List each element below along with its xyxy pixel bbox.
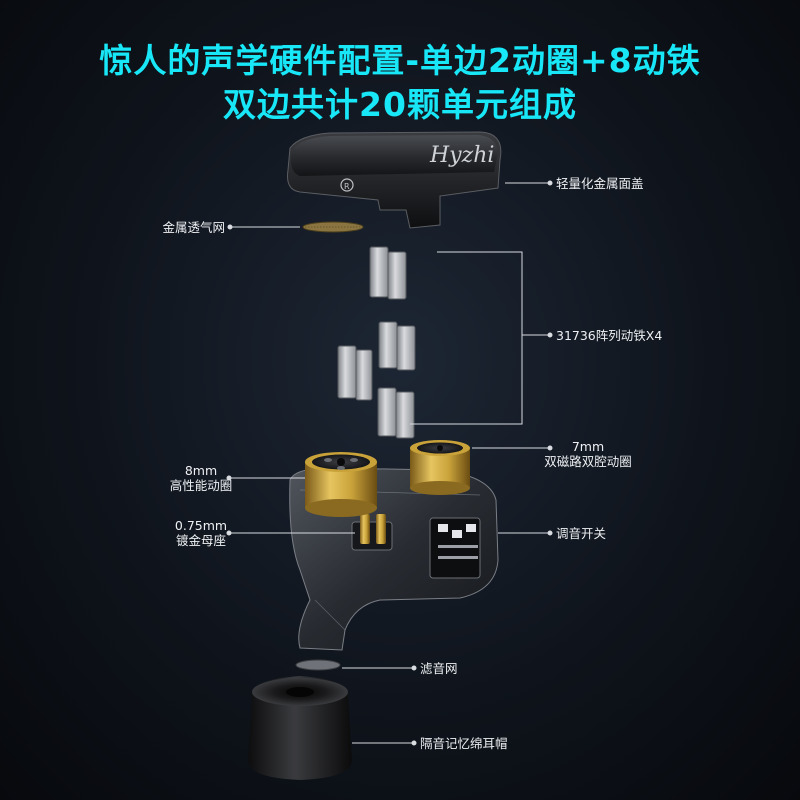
label-socket-size: 0.75mm	[174, 518, 228, 533]
registered-mark-icon	[340, 178, 354, 192]
label-eartip: 隔音记忆绵耳帽	[420, 736, 508, 751]
gold-socket	[351, 514, 393, 551]
ba-driver	[369, 246, 407, 300]
label-faceplate: 轻量化金属面盖	[556, 176, 644, 191]
svg-text:R: R	[344, 182, 350, 191]
label-socket-desc: 镀金母座	[175, 533, 226, 548]
label-dd8: 8mm 高性能动圈	[160, 463, 242, 493]
label-dd8-size: 8mm	[184, 463, 218, 478]
label-filter: 滤音网	[420, 661, 458, 676]
label-dd7-size: 7mm	[571, 439, 605, 454]
label-ba-driver: 31736阵列动铁X4	[556, 328, 663, 343]
label-dd8-desc: 高性能动圈	[169, 478, 233, 493]
ba-driver	[377, 387, 415, 439]
label-mesh: 金属透气网	[162, 220, 225, 235]
title-line-2: 双边共计20颗单元组成	[223, 85, 577, 124]
dynamic-driver-7mm	[410, 440, 470, 495]
filter-mesh	[295, 659, 341, 671]
memory-foam-eartip	[248, 676, 352, 780]
title-line-1: 惊人的声学硬件配置-单边2动圈+8动铁	[99, 41, 701, 80]
faceplate-logo: Hyzhi	[429, 143, 494, 168]
dynamic-driver-8mm	[305, 452, 377, 517]
tuning-switch	[429, 517, 481, 579]
label-socket: 0.75mm 镀金母座	[160, 518, 242, 548]
leader-lines	[226, 180, 553, 746]
ba-driver-group	[337, 246, 416, 439]
ba-driver	[337, 345, 373, 401]
metal-faceplate: Hyzhi R	[287, 131, 502, 229]
label-dd7: 7mm 双磁路双腔动圈	[532, 439, 644, 469]
label-dd7-desc: 双磁路双腔动圈	[544, 454, 632, 469]
ba-driver	[378, 321, 416, 371]
label-switch: 调音开关	[556, 526, 607, 541]
metal-mesh	[302, 221, 364, 233]
